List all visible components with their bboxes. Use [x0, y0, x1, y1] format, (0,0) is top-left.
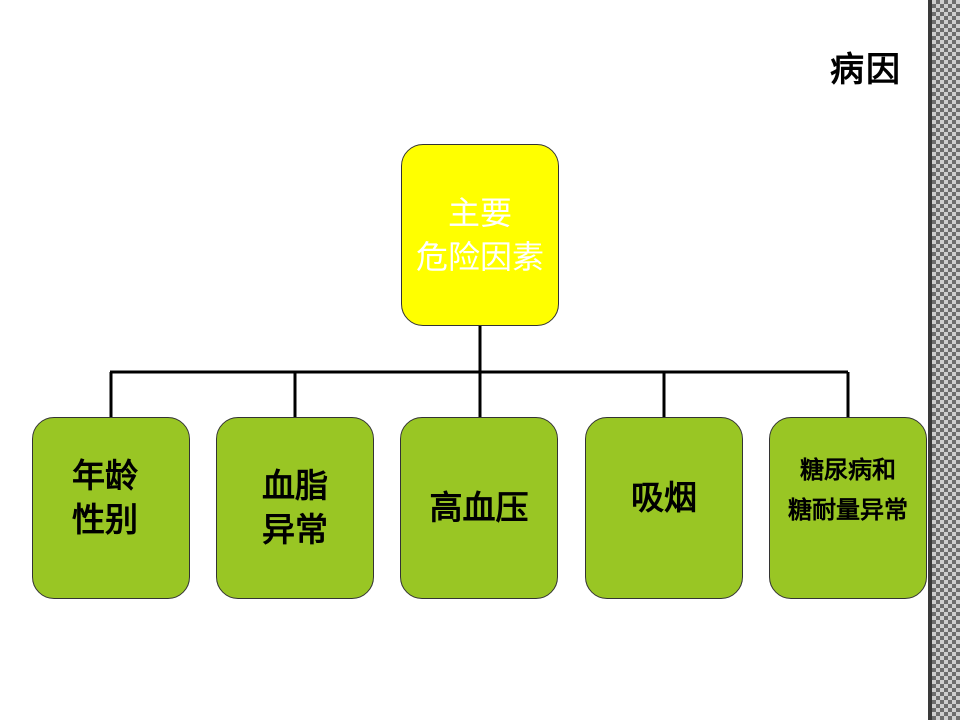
child-node-label: 血脂 异常 [262, 466, 328, 549]
page-title: 病因 [830, 50, 902, 90]
child-node-hypertension: 高血压 [400, 417, 558, 599]
root-node-label: 主要 危险因素 [415, 194, 544, 276]
child-node-label: 年龄 性别 [72, 456, 138, 539]
child-node-smoking: 吸烟 [585, 417, 743, 599]
child-node-label: 糖尿病和 糖耐量异常 [788, 456, 908, 524]
child-node-dyslipidemia: 血脂 异常 [216, 417, 374, 599]
child-node-age-sex: 年龄 性别 [32, 417, 190, 599]
child-node-label: 吸烟 [631, 478, 697, 517]
slide-edge-pattern [928, 0, 960, 720]
child-node-diabetes: 糖尿病和 糖耐量异常 [769, 417, 927, 599]
child-node-label: 高血压 [429, 488, 529, 527]
root-node: 主要 危险因素 [401, 144, 559, 326]
